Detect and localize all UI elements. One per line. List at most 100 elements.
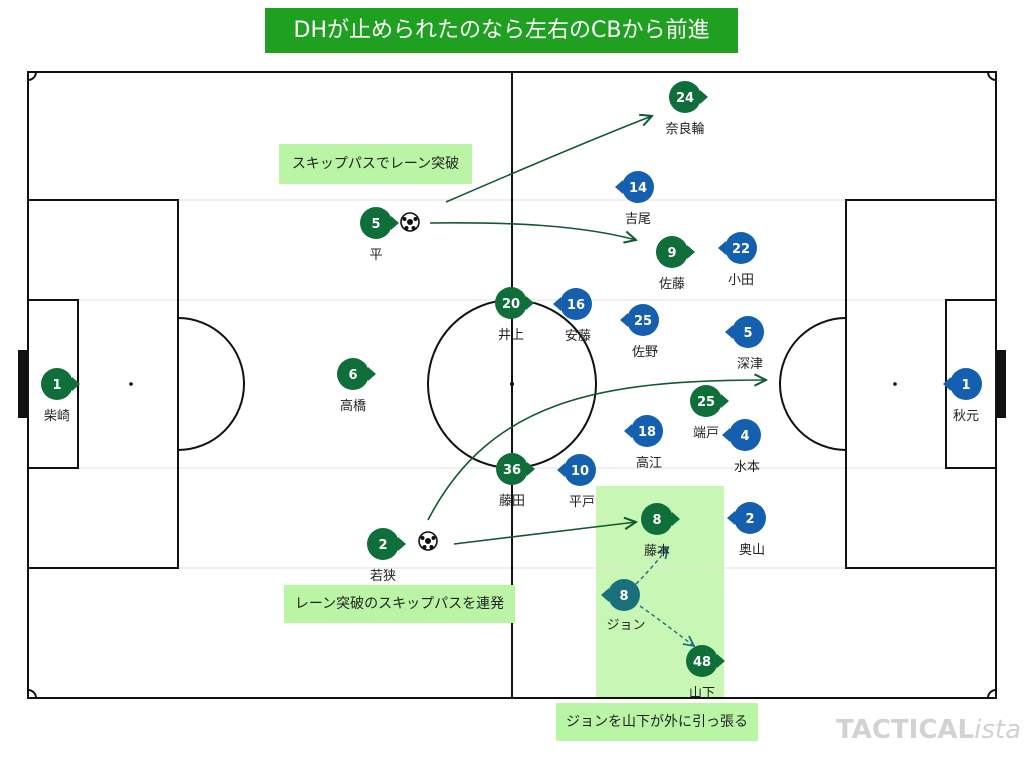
facing-arrow-icon: [725, 325, 733, 339]
player-marker: 25 端戸: [690, 385, 729, 441]
ball-icon: [418, 531, 438, 551]
facing-arrow-icon: [615, 180, 623, 194]
facing-arrow-icon: [527, 462, 535, 476]
player-number: 9: [667, 246, 676, 261]
facing-arrow-icon: [620, 313, 628, 327]
player-number: 5: [743, 326, 752, 341]
facing-arrow-icon: [717, 654, 725, 668]
player-marker: 22 小田: [718, 232, 757, 288]
note-john-pull: ジョンを山下が外に引っ張る: [556, 703, 758, 741]
facing-arrow-icon: [672, 512, 680, 526]
player-marker: 2 若狭: [367, 528, 406, 584]
player-disc: [725, 232, 757, 264]
player-name: 藤田: [499, 494, 525, 509]
player-name: 奈良輪: [665, 121, 704, 137]
player-name: 柴崎: [44, 409, 70, 424]
player-name: 高江: [636, 455, 662, 471]
diagram-title: DHが止められたのなら左右のCBから前進: [265, 8, 738, 53]
player-name: 安藤: [565, 329, 591, 344]
player-marker: 1 柴崎: [41, 368, 80, 424]
goal-left: [18, 350, 28, 418]
player-disc: [360, 207, 392, 239]
player-disc: [686, 645, 718, 677]
player-number: 2: [378, 538, 387, 553]
player-number: 8: [652, 513, 661, 528]
goal-right: [996, 350, 1006, 418]
player-name: 藤本: [644, 544, 670, 559]
player-name: 深津: [737, 357, 763, 372]
player-disc: [560, 288, 592, 320]
player-marker: 8 藤本: [641, 503, 680, 559]
facing-arrow-icon: [727, 511, 735, 525]
player-disc: [734, 502, 766, 534]
player-marker: 36 藤田: [496, 453, 535, 509]
facing-arrow-icon: [721, 394, 729, 408]
pass-arrow-to-nara: [445, 116, 652, 203]
player-name: 若狭: [370, 568, 396, 584]
tactical-ista-logo: TACTICALista: [836, 715, 1022, 745]
player-disc: [732, 316, 764, 348]
penalty-spot-left: [129, 382, 133, 386]
player-name: 高橋: [340, 398, 366, 414]
player-marker: 9佐藤: [656, 236, 695, 292]
player-name: 吉尾: [625, 212, 651, 227]
facing-arrow-icon: [398, 537, 406, 551]
player-number: 36: [503, 463, 521, 478]
player-name: 山下: [689, 686, 715, 701]
player-name: 端戸: [693, 426, 719, 441]
player-name: ジョン: [606, 618, 645, 633]
player-number: 1: [961, 378, 970, 393]
player-number: 8: [619, 589, 628, 604]
center-spot: [510, 382, 514, 386]
facing-arrow-icon: [526, 296, 534, 310]
player-marker: 8 ジョン: [601, 579, 646, 633]
player-number: 22: [732, 242, 750, 257]
player-disc: [622, 171, 654, 203]
player-number: 4: [740, 429, 749, 444]
player-number: 6: [348, 368, 357, 383]
note-skip-pass: スキップパスでレーン突破: [279, 144, 472, 184]
player-number: 20: [502, 297, 520, 312]
player-number: 25: [634, 314, 652, 329]
player-number: 1: [52, 378, 61, 393]
pass-arrow-long-diagonal: [427, 380, 766, 521]
player-marker: 1 秋元: [943, 368, 982, 424]
player-disc: [627, 304, 659, 336]
player-marker: 5平: [360, 207, 399, 263]
player-disc: [337, 358, 369, 390]
player-disc: [690, 385, 722, 417]
facing-arrow-icon: [72, 377, 80, 391]
facing-arrow-icon: [557, 463, 565, 477]
facing-arrow-icon: [687, 245, 695, 259]
player-disc: [495, 287, 527, 319]
player-name: 秋元: [953, 409, 979, 424]
player-marker: 4水本: [722, 419, 761, 475]
player-number: 25: [697, 395, 715, 410]
pass-arrow-to-sato: [429, 222, 636, 240]
player-disc: [656, 236, 688, 268]
player-disc: [669, 81, 701, 113]
facing-arrow-icon: [368, 367, 376, 381]
ball-icon: [400, 212, 420, 232]
player-number: 2: [745, 512, 754, 527]
player-name: 小田: [728, 273, 754, 288]
player-disc: [641, 503, 673, 535]
player-number: 5: [371, 217, 380, 232]
run-arrow-to-yamashita: [639, 605, 694, 646]
facing-arrow-icon: [601, 588, 609, 602]
player-number: 14: [629, 181, 647, 196]
facing-arrow-icon: [624, 424, 632, 438]
player-marker: 6 高橋: [337, 358, 376, 414]
pass-arrow-to-fujimoto: [453, 522, 636, 545]
penalty-spot-right: [893, 382, 897, 386]
player-disc: [496, 453, 528, 485]
facing-arrow-icon: [700, 90, 708, 104]
